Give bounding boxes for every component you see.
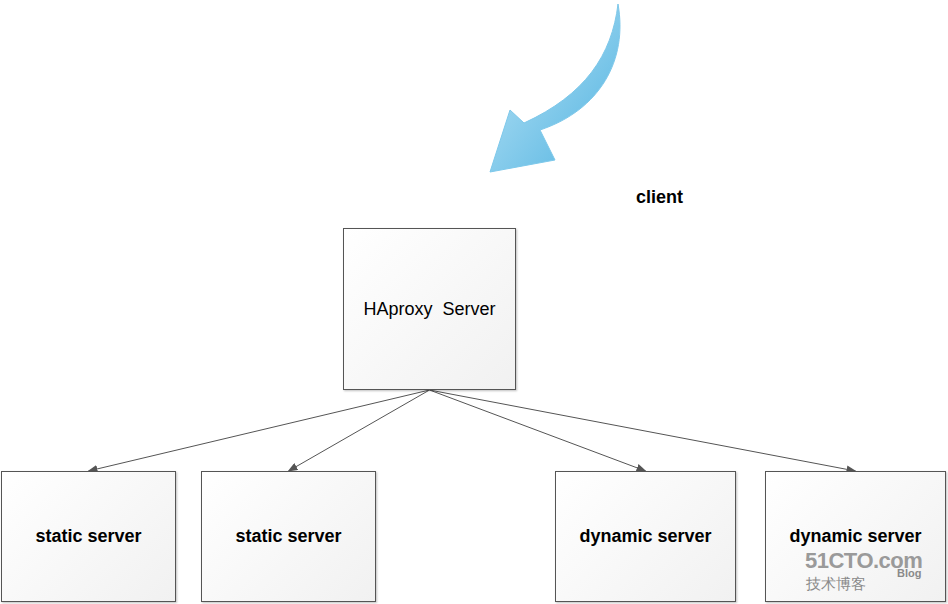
node-label: dynamic server [789,526,921,547]
server-box: static server [1,471,176,602]
server-box: static server [201,471,376,602]
watermark: Blog [897,567,921,579]
connector [430,390,856,471]
connector [430,390,646,471]
curved-arrow [490,4,620,172]
node-label: HAproxy Server [363,299,495,320]
connector [89,390,430,471]
proxy-box: HAproxy Server [343,228,516,390]
watermark: 技术博客 [806,575,866,594]
server-box: dynamic server [555,471,736,602]
node-label: static server [35,526,141,547]
client-label: client [636,187,683,208]
node-label: dynamic server [579,526,711,547]
connector [289,390,430,471]
node-label: static server [235,526,341,547]
